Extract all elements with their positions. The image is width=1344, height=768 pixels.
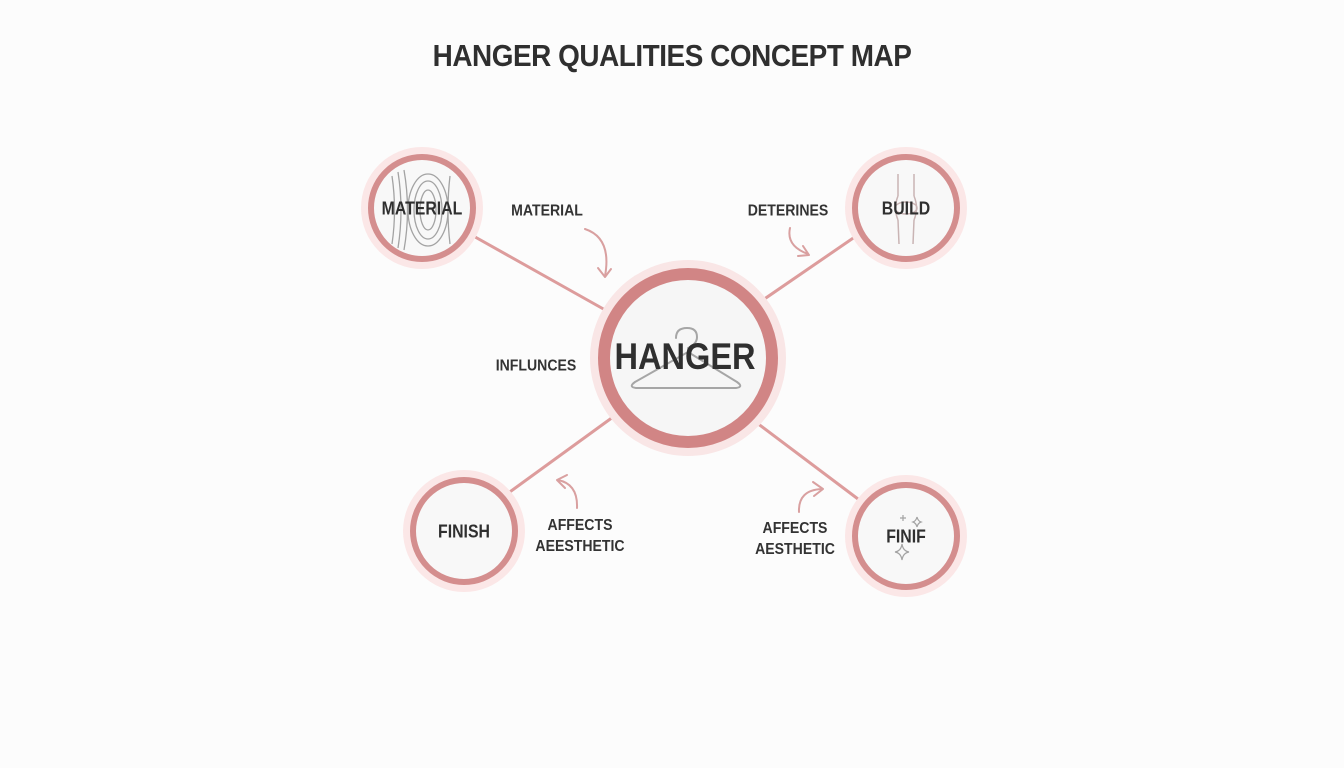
sparkle-icon [894, 515, 923, 561]
node-finish-left[interactable] [403, 470, 525, 592]
node-material[interactable] [361, 147, 483, 269]
joint-icon [894, 174, 918, 245]
page-title: HANGER QUALITIES CONCEPT MAP [432, 38, 912, 73]
finish-right-node-label: FINIF [886, 526, 926, 547]
edge-label-finish-right-line1: AFFECTS [762, 520, 828, 537]
connector-material [467, 231, 608, 313]
edge-label-finish-right-line2: AESTHETIC [755, 541, 835, 558]
edge-label-finish-left-line1: AFFECTS [547, 517, 613, 534]
center-node-hanger[interactable] [590, 260, 786, 456]
node-build[interactable] [845, 147, 967, 269]
edge-label-build-text: DETERINES [747, 202, 829, 220]
curved-arrow-finish-right [797, 481, 824, 513]
connector-finish-left [506, 415, 614, 496]
edge-label-material-text: MATERIAL [511, 202, 583, 220]
finish-left-node-label: FINISH [438, 521, 490, 542]
material-node-label: MATERIAL [381, 198, 463, 219]
edge-label-finish-left: AFFECTS AEESTHETIC [535, 515, 624, 557]
edge-label-finish-right: AFFECTS AESTHETIC [755, 518, 835, 560]
hanger-icon [630, 327, 742, 389]
edge-label-finish-left-line2: AEESTHETIC [535, 538, 625, 555]
curved-arrow-build [788, 227, 810, 257]
edge-label-material: MATERIAL [511, 201, 583, 222]
curved-arrow-material [584, 228, 612, 278]
wood-grain-icon [391, 169, 451, 251]
node-finish-right[interactable] [845, 475, 967, 597]
edge-label-build: DETERINES [748, 201, 829, 222]
curved-arrow-finish-left [556, 474, 579, 509]
connector-build [759, 230, 863, 304]
center-node-label: HANGER [614, 336, 756, 377]
connector-finish-right [752, 418, 863, 504]
build-node-label: BUILD [881, 198, 931, 219]
edge-label-influences-text: INFLUNCES [495, 357, 577, 375]
edge-label-influences: INFLUNCES [496, 356, 577, 377]
